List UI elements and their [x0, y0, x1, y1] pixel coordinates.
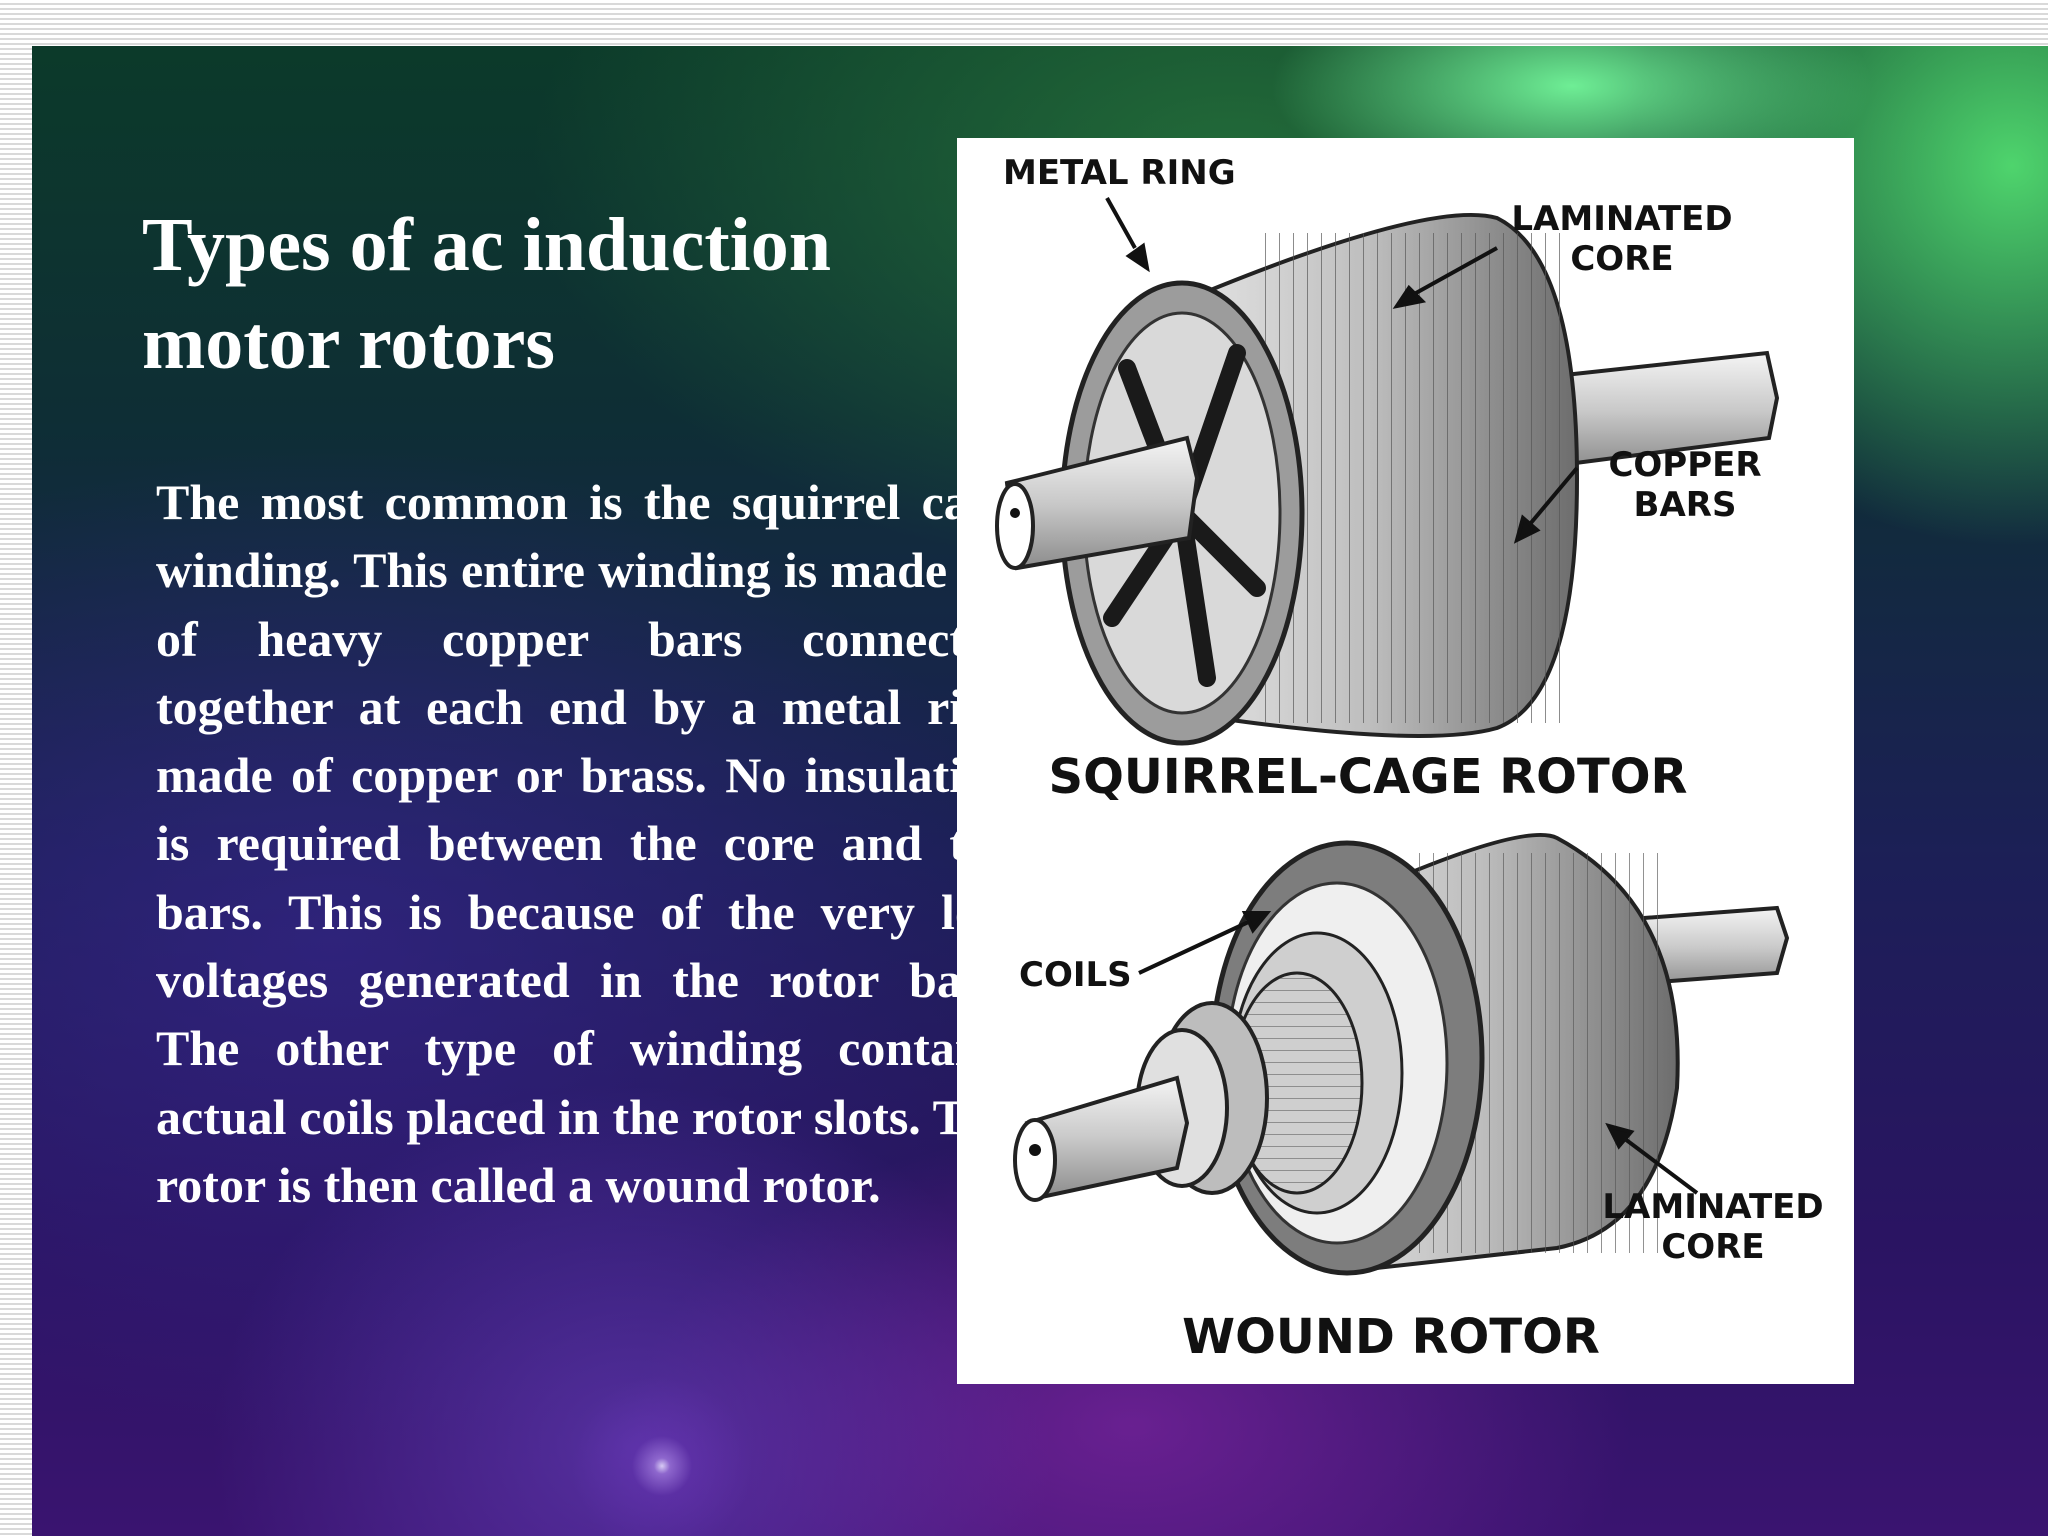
- label-metal-ring: METAL RING: [1003, 153, 1236, 193]
- caption-wound-rotor: WOUND ROTOR: [1182, 1309, 1600, 1365]
- label-copper-bars-line2: BARS: [1634, 485, 1737, 525]
- slide-title: Types of ac induction motor rotors: [142, 203, 832, 385]
- rotor-diagram: METAL RING LAMINATED CORE COPPER BARS SQ…: [995, 153, 1824, 1365]
- rotor-illustration: METAL RING LAMINATED CORE COPPER BARS SQ…: [957, 138, 1854, 1384]
- squirrel-cage-leaders: [1105, 197, 1579, 544]
- label-laminated-core-top-line2: CORE: [1570, 239, 1673, 279]
- slide-body-text: The most common is the squirrel cage win…: [156, 474, 1016, 1213]
- wound-rotor-leaders: [1138, 911, 1699, 1195]
- label-laminated-core-bottom-line1: LAMINATED: [1602, 1187, 1823, 1227]
- fractal-decoration: [572, 1376, 752, 1536]
- wound-rotor-drawing: [1013, 832, 1790, 1276]
- slide: Types of ac induction motor rotors The m…: [32, 46, 2048, 1536]
- label-laminated-core-top-line1: LAMINATED: [1511, 199, 1732, 239]
- caption-squirrel-cage-rotor: SQUIRREL-CAGE ROTOR: [1049, 749, 1688, 805]
- label-laminated-core-bottom-line2: CORE: [1661, 1227, 1764, 1267]
- label-copper-bars-line1: COPPER: [1608, 445, 1761, 485]
- label-coils: COILS: [1019, 955, 1132, 995]
- squirrel-cage-rotor-drawing: [995, 212, 1780, 746]
